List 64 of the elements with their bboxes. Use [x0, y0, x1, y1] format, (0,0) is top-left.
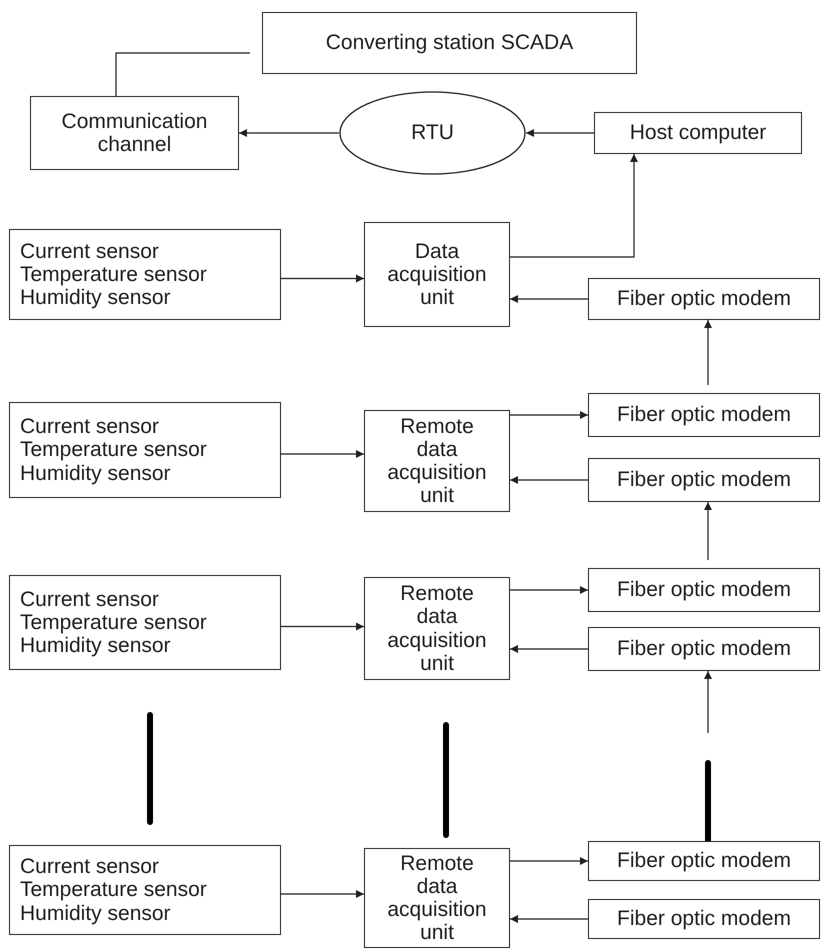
process-box	[588, 568, 820, 612]
arrow	[281, 274, 364, 282]
process-box	[262, 12, 637, 74]
arrow	[510, 915, 588, 923]
node-label: Remote data acquisition unit	[386, 414, 488, 508]
arrow	[281, 890, 364, 898]
sensor-list-box	[9, 229, 281, 320]
arrow	[510, 645, 588, 653]
arrow	[510, 857, 588, 865]
sensor-label: Current sensor	[20, 415, 159, 438]
sensor-label: Current sensor	[20, 855, 159, 878]
process-box	[364, 222, 510, 327]
node-label: Communication channel	[60, 110, 208, 156]
arrow	[239, 129, 339, 137]
process-box	[364, 577, 510, 680]
sensor-label: Current sensor	[20, 588, 159, 611]
sensor-label: Temperature sensor	[20, 878, 207, 902]
ellipse-node	[339, 91, 526, 175]
process-box	[588, 899, 820, 939]
sensor-label: Temperature sensor	[20, 610, 207, 634]
arrow	[510, 295, 588, 303]
arrow	[510, 411, 588, 419]
sensor-label: Humidity sensor	[20, 462, 171, 485]
node-label: Data acquisition unit	[386, 240, 488, 310]
sensor-label: Humidity sensor	[20, 286, 171, 310]
arrow	[704, 671, 712, 733]
arrow	[281, 450, 364, 458]
process-box	[588, 393, 820, 437]
sensor-label: Humidity sensor	[20, 902, 171, 925]
process-box	[594, 112, 802, 154]
process-box	[588, 841, 820, 881]
process-box	[364, 848, 510, 948]
connector-line	[115, 52, 250, 96]
arrow	[510, 586, 588, 594]
sensor-list-box	[9, 845, 281, 935]
sensor-label: Temperature sensor	[20, 438, 207, 462]
node-label: Fiber optic modem	[617, 287, 791, 311]
node-label: Remote data acquisition unit	[386, 582, 488, 675]
sensor-list-box	[9, 402, 281, 498]
node-label: Remote data acquisition unit	[386, 852, 488, 944]
process-box	[588, 278, 820, 320]
node-label: Host computer	[630, 121, 766, 145]
process-box	[588, 458, 820, 502]
process-box	[364, 410, 510, 512]
node-label: Fiber optic modem	[617, 468, 791, 492]
node-label: Fiber optic modem	[617, 403, 791, 427]
node-label: Converting station SCADA	[326, 31, 574, 55]
process-box	[588, 627, 820, 671]
sensor-label: Temperature sensor	[20, 262, 207, 286]
sensor-label: Humidity sensor	[20, 634, 171, 658]
node-label: Fiber optic modem	[617, 637, 791, 661]
arrow	[704, 502, 712, 560]
arrow	[510, 154, 638, 258]
sensor-label: Current sensor	[20, 240, 159, 263]
process-box	[30, 96, 239, 170]
arrow	[281, 622, 364, 630]
node-label: Fiber optic modem	[617, 849, 791, 873]
arrow	[510, 476, 588, 484]
node-label: Fiber optic modem	[617, 578, 791, 602]
node-label: RTU	[411, 121, 454, 145]
arrow	[704, 320, 712, 385]
sensor-list-box	[9, 575, 281, 670]
node-label: Fiber optic modem	[617, 907, 791, 931]
arrow	[526, 129, 594, 137]
